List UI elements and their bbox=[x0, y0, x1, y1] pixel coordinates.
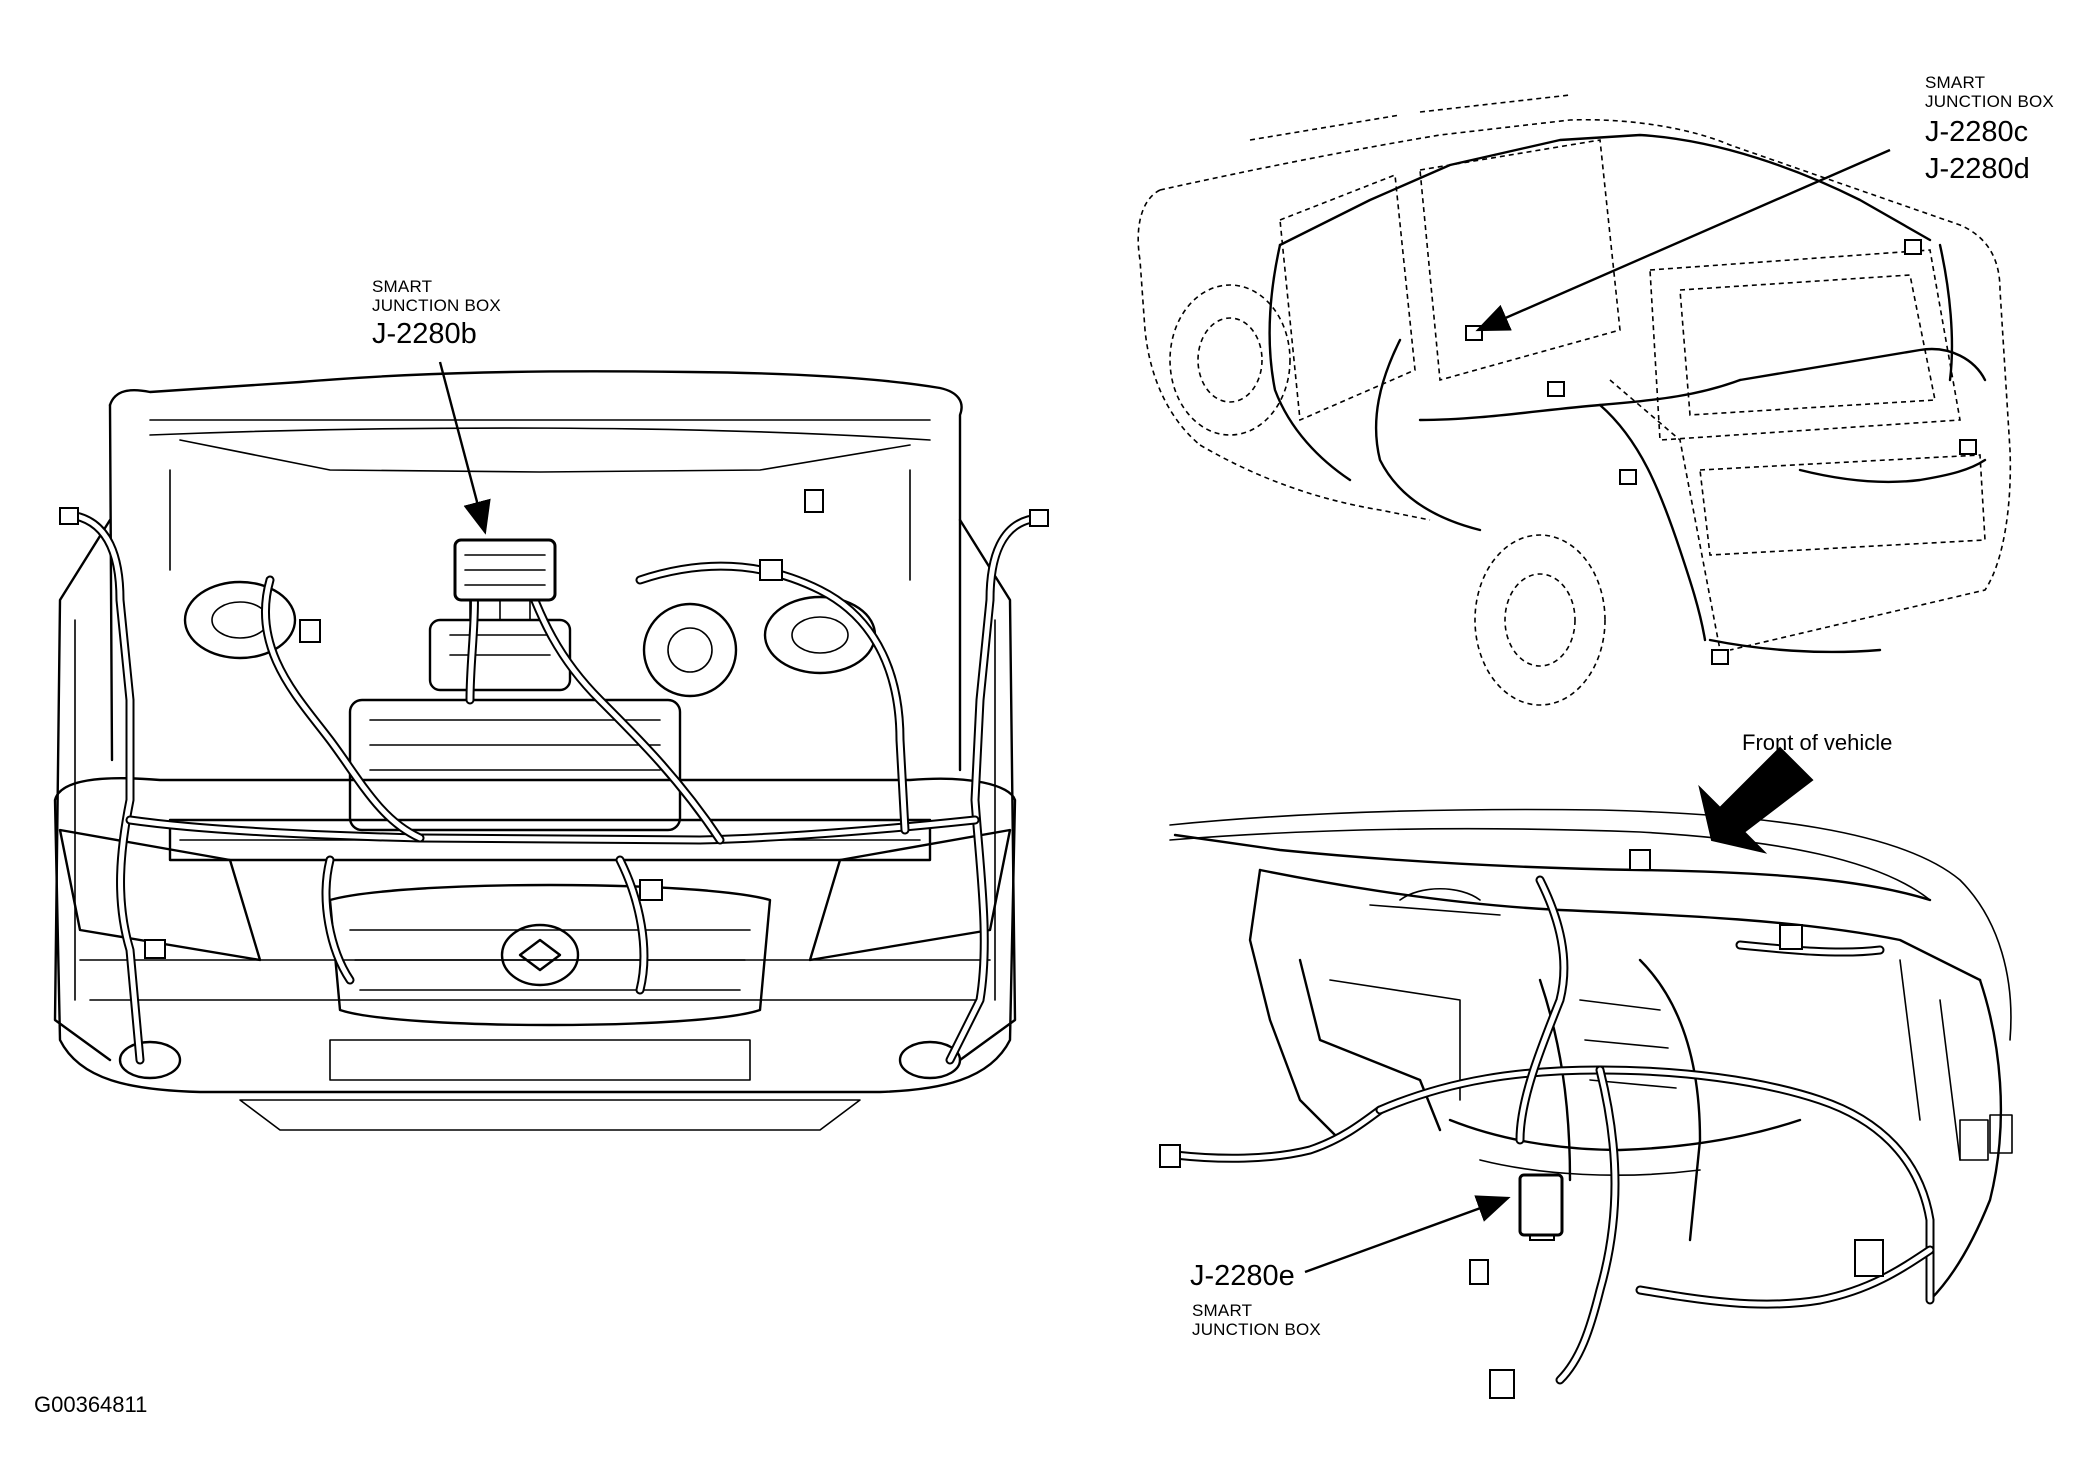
leader-line-j-2280c-d bbox=[1475, 148, 1891, 332]
leader-line-j-2280e bbox=[1304, 1195, 1511, 1274]
figure-id: G00364811 bbox=[34, 1392, 148, 1417]
instrument-panel-harness bbox=[1159, 849, 1935, 1399]
sjb-cd-heading-line1: SMART bbox=[1925, 73, 1986, 92]
leader-line-j-2280b bbox=[438, 361, 491, 535]
engine-bay-harness bbox=[59, 489, 1049, 1065]
sjb-e-heading-line1: SMART bbox=[1192, 1301, 1253, 1320]
sjb-b-code: J-2280b bbox=[372, 318, 477, 350]
sjb-b-heading-line1: SMART bbox=[372, 277, 433, 296]
instrument-panel-illustration bbox=[1169, 808, 2013, 1302]
engine-bay-illustration bbox=[53, 370, 1017, 1131]
sjb-cd-heading-line2: JUNCTION BOX bbox=[1925, 92, 2054, 111]
sjb-b-heading-line2: JUNCTION BOX bbox=[372, 296, 501, 315]
suv-body-harness bbox=[1268, 133, 1987, 665]
junction-box-e-graphic bbox=[1518, 1173, 1564, 1237]
sjb-d-code: J-2280d bbox=[1925, 153, 2030, 185]
front-of-vehicle-label: Front of vehicle bbox=[1742, 730, 1893, 755]
sjb-e-code: J-2280e bbox=[1190, 1260, 1295, 1292]
suv-rear-illustration bbox=[1137, 94, 2012, 706]
sjb-e-heading-line2: JUNCTION BOX bbox=[1192, 1320, 1321, 1339]
sjb-c-code: J-2280c bbox=[1925, 116, 2029, 148]
front-of-vehicle-arrow bbox=[1698, 746, 1814, 854]
